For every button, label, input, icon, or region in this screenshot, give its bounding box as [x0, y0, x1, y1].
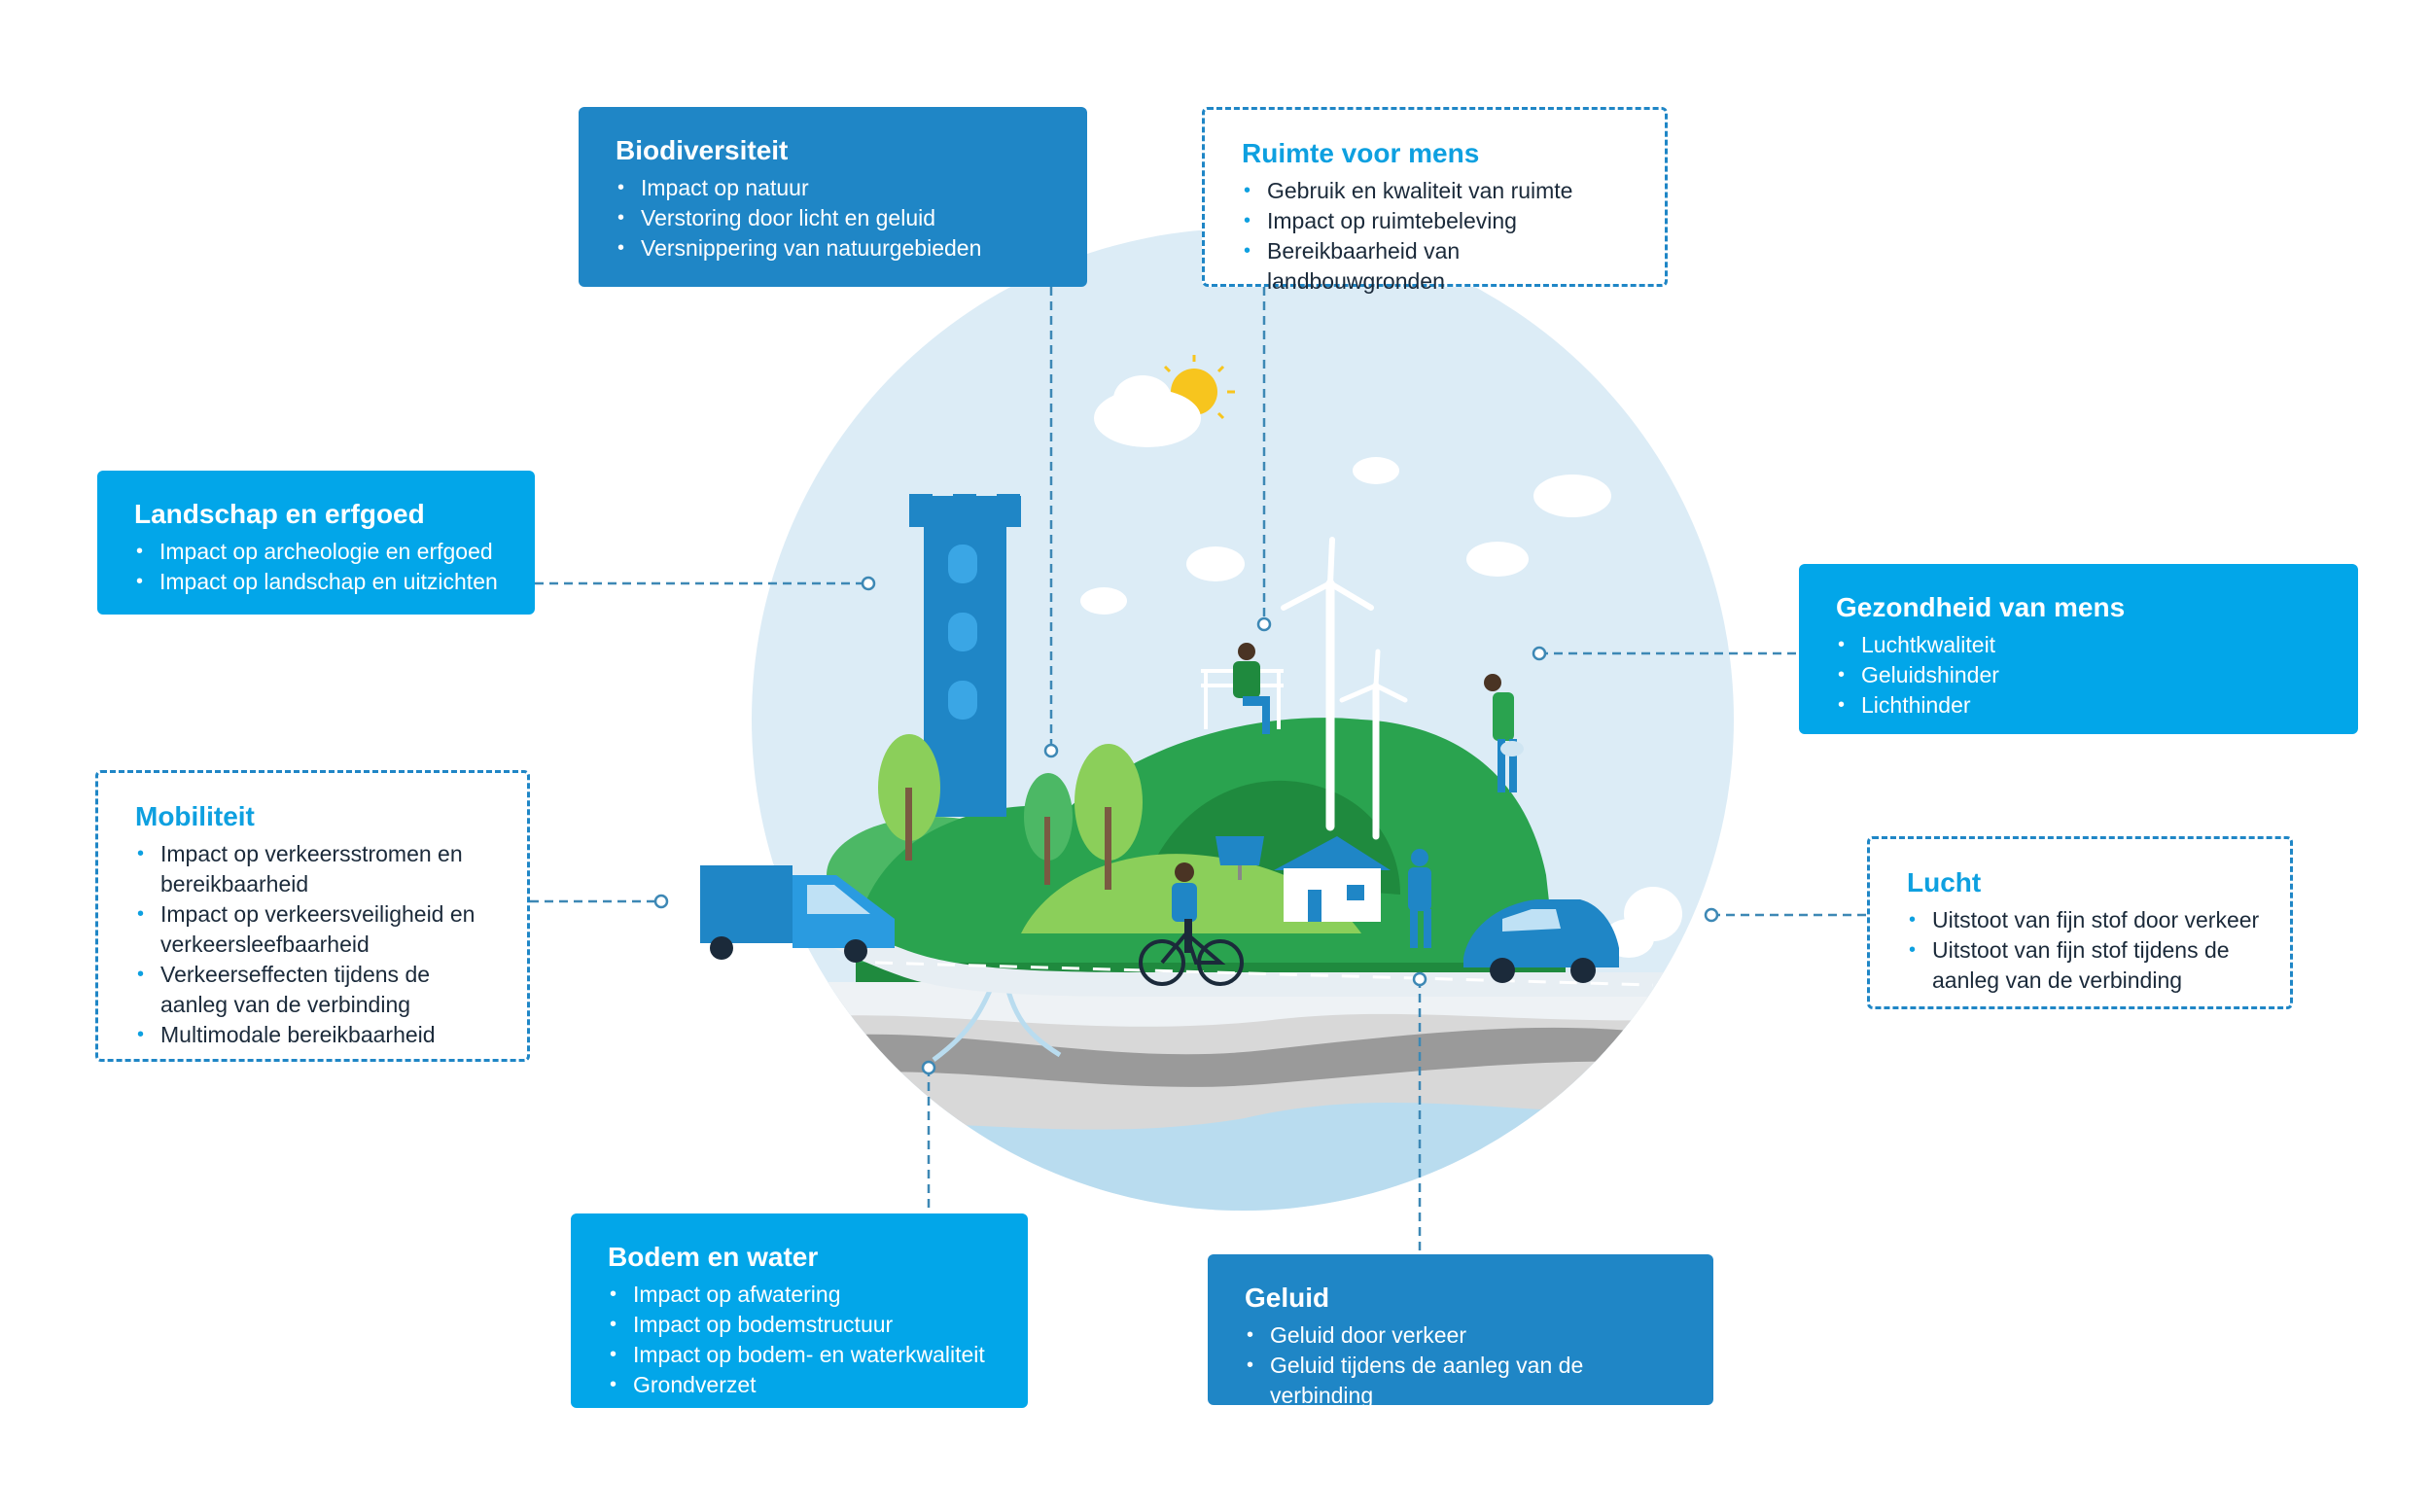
box-list: Impact op verkeersstromen en bereikbaarh…	[135, 839, 498, 1050]
list-item: Impact op afwatering	[608, 1280, 999, 1310]
box-list: Impact op afwatering Impact op bodemstru…	[608, 1280, 999, 1400]
tree-icon	[878, 734, 1143, 890]
person-icon	[1172, 862, 1197, 953]
person-icon	[1233, 643, 1270, 734]
box-list: Uitstoot van fijn stof door verkeer Uits…	[1907, 905, 2261, 996]
tower-icon	[909, 494, 1021, 817]
list-item: Impact op natuur	[616, 173, 1058, 203]
box-title: Lucht	[1907, 867, 1982, 897]
list-item: Multimodale bereikbaarheid	[135, 1020, 498, 1050]
list-item: Geluid tijdens de aanleg van de verbindi…	[1245, 1351, 1684, 1411]
box-list: Impact op archeologie en erfgoed Impact …	[134, 537, 506, 597]
list-item: Gebruik en kwaliteit van ruimte	[1242, 176, 1636, 206]
road-markings	[874, 961, 1654, 987]
solar-panel-icon	[1216, 836, 1264, 880]
connector-lines	[530, 287, 1867, 1254]
box-geluid: Geluid Geluid door verkeer Geluid tijden…	[1208, 1254, 1713, 1408]
bicycle-icon	[1139, 931, 1244, 986]
list-item: Luchtkwaliteit	[1836, 630, 2329, 660]
box-lucht: Lucht Uitstoot van fijn stof door verkee…	[1867, 836, 2293, 1009]
list-item: Uitstoot van fijn stof tijdens de aanleg…	[1907, 935, 2261, 996]
list-item: Verkeerseffecten tijdens de aanleg van d…	[135, 960, 498, 1020]
box-list: Geluid door verkeer Geluid tijdens de aa…	[1245, 1320, 1684, 1411]
person-icon	[1408, 849, 1431, 948]
house-icon	[1274, 836, 1391, 922]
box-title: Bodem en water	[608, 1242, 819, 1272]
list-item: Verstoring door licht en geluid	[616, 203, 1058, 233]
box-biodiversiteit: Biodiversiteit Impact op natuur Verstori…	[579, 107, 1087, 287]
list-item: Bereikbaarheid van landbouwgronden	[1242, 236, 1636, 297]
box-bodem-en-water: Bodem en water Impact op afwatering Impa…	[571, 1213, 1028, 1408]
box-title: Landschap en erfgoed	[134, 499, 425, 529]
soil-layer-2	[752, 1027, 1734, 1087]
list-item: Impact op verkeersveiligheid en verkeers…	[135, 899, 498, 960]
list-item: Uitstoot van fijn stof door verkeer	[1907, 905, 2261, 935]
road	[752, 895, 1734, 997]
cloud-icon	[1080, 375, 1682, 958]
box-list: Impact op natuur Verstoring door licht e…	[616, 173, 1058, 264]
list-item: Impact op verkeersstromen en bereikbaarh…	[135, 839, 498, 899]
list-item: Impact op bodem- en waterkwaliteit	[608, 1340, 999, 1370]
box-title: Geluid	[1245, 1283, 1330, 1313]
list-item: Impact op landschap en uitzichten	[134, 567, 506, 597]
list-item: Versnippering van natuurgebieden	[616, 233, 1058, 264]
list-item: Lichthinder	[1836, 690, 2329, 721]
box-mobiliteit: Mobiliteit Impact op verkeersstromen en …	[95, 770, 530, 1062]
box-list: Gebruik en kwaliteit van ruimte Impact o…	[1242, 176, 1636, 297]
list-item: Geluidshinder	[1836, 660, 2329, 690]
list-item: Impact op bodemstructuur	[608, 1310, 999, 1340]
connector-endpoints	[653, 576, 1719, 1075]
box-title: Gezondheid van mens	[1836, 592, 2126, 622]
box-list: Luchtkwaliteit Geluidshinder Lichthinder	[1836, 630, 2329, 721]
car-icon	[1463, 899, 1619, 983]
wind-turbine-icon	[1281, 537, 1408, 840]
box-title: Mobiliteit	[135, 801, 255, 831]
box-gezondheid-van-mens: Gezondheid van mens Luchtkwaliteit Gelui…	[1799, 564, 2358, 734]
list-item: Impact op archeologie en erfgoed	[134, 537, 506, 567]
list-item: Grondverzet	[608, 1370, 999, 1400]
box-landschap-en-erfgoed: Landschap en erfgoed Impact op archeolog…	[97, 471, 535, 615]
box-title: Ruimte voor mens	[1242, 138, 1480, 168]
truck-icon	[700, 865, 895, 963]
list-item: Geluid door verkeer	[1245, 1320, 1684, 1351]
box-title: Biodiversiteit	[616, 135, 789, 165]
person-icon	[1484, 674, 1524, 792]
box-ruimte-voor-mens: Ruimte voor mens Gebruik en kwaliteit va…	[1202, 107, 1668, 294]
list-item: Impact op ruimtebeleving	[1242, 206, 1636, 236]
